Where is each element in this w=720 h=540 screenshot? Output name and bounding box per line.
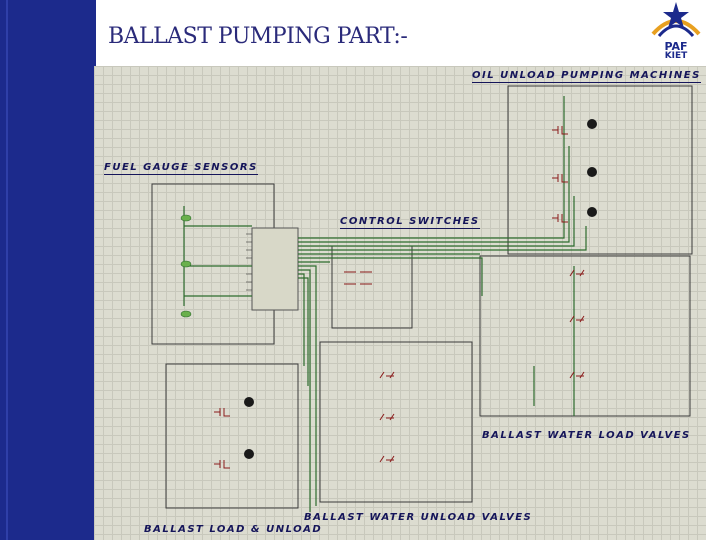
paf-kiet-logo: PAF KIET [645,0,707,66]
label-ballast-load-and-unload: BALLAST LOAD & UNLOAD [144,524,323,535]
band-line [6,0,8,540]
left-decorative-band [0,0,96,540]
star-emblem-icon [651,2,701,38]
label-ballast-water-unload-valves: BALLAST WATER UNLOAD VALVES [304,512,533,523]
label-fuel-gauge-sensors: FUEL GAUGE SENSORS [104,162,258,175]
schematic-grid [94,66,706,540]
label-control-switches: CONTROL SWITCHES [340,216,480,229]
circuit-schematic: OIL UNLOAD PUMPING MACHINES FUEL GAUGE S… [94,66,706,540]
logo-line-2: KIET [664,51,688,61]
circuit-wiring [151,85,693,512]
label-oil-unload-pumping-machines: OIL UNLOAD PUMPING MACHINES [472,70,701,83]
slide-title: BALLAST PUMPING PART:- [108,24,408,49]
label-ballast-water-load-valves: BALLAST WATER LOAD VALVES [482,430,691,441]
logo-line-1: PAF [664,40,688,53]
